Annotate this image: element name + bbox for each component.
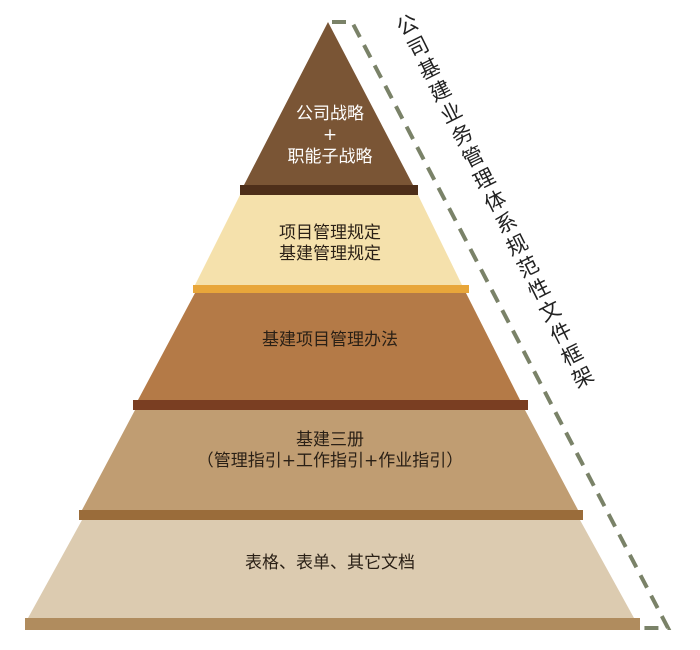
tier-1-line-1: 公司战略: [296, 104, 364, 124]
tier-1-label: 公司战略 + 职能子战略: [250, 104, 410, 168]
tier-3-line-1: 基建项目管理办法: [262, 330, 398, 350]
tier-3-slab: [133, 400, 528, 410]
tier-5-face: [28, 520, 634, 618]
tier-2-label: 项目管理规定 基建管理规定: [230, 223, 430, 266]
tier-2-line-1: 项目管理规定: [279, 223, 381, 243]
tier-3-face: [138, 293, 520, 400]
tier-4-line-2: （管理指引+工作指引+作业指引）: [196, 451, 464, 472]
tier-4-face: [82, 410, 578, 510]
tier-1-line-3: 职能子战略: [287, 146, 373, 167]
tier-4-slab: [79, 510, 583, 520]
tier-4-line-1: 基建三册: [296, 430, 364, 450]
tier-1-slab: [240, 185, 418, 195]
tier-5-slab: [25, 618, 640, 630]
tier-3-label: 基建项目管理办法: [200, 330, 460, 351]
tier-4-label: 基建三册 （管理指引+工作指引+作业指引）: [130, 430, 530, 473]
tier-1-face: [244, 22, 413, 185]
bracket-dashed-line: [332, 20, 672, 630]
tier-2-line-2: 基建管理规定: [279, 244, 381, 265]
tier-5-label: 表格、表单、其它文档: [130, 553, 530, 574]
tier-2-face: [195, 195, 462, 285]
tier-2-slab: [193, 285, 469, 293]
tier-1-line-2: +: [322, 125, 338, 146]
tier-5-line-1: 表格、表单、其它文档: [245, 553, 415, 573]
